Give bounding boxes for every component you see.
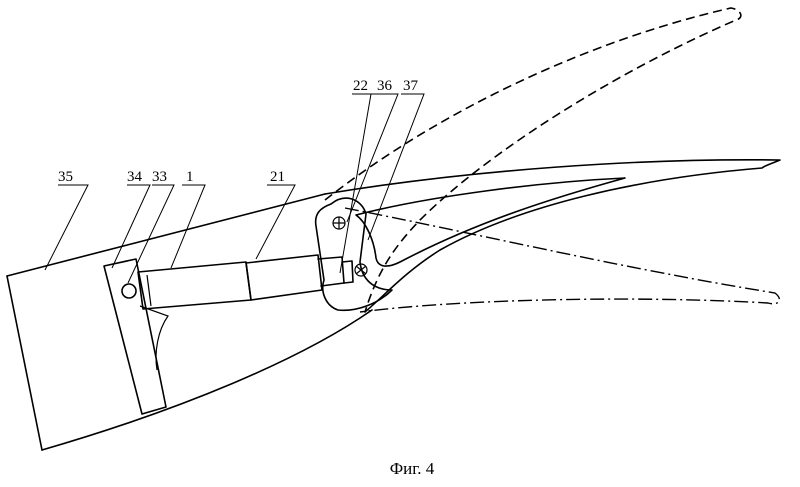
pivot-pin-33 [121,283,137,299]
label-33: 33 [152,169,167,185]
hydraulic-cylinder-1 [137,261,252,310]
label-37: 37 [403,78,419,94]
hinge-pin-lower [354,263,368,277]
label-21: 21 [270,169,285,185]
label-35: 35 [58,169,73,185]
lower-jaw-open [344,207,781,313]
blade-37-closed [324,159,781,313]
label-1: 1 [186,169,194,185]
upper-jaw-open [324,7,742,313]
leader-lines [44,93,425,284]
figure-caption: Фиг. 4 [390,459,435,478]
label-34: 34 [127,169,143,185]
mounting-plate-34 [103,258,169,415]
housing-35 [6,193,373,451]
piston-rod-21 [245,254,354,301]
label-36: 36 [377,78,393,94]
label-22: 22 [353,78,368,94]
